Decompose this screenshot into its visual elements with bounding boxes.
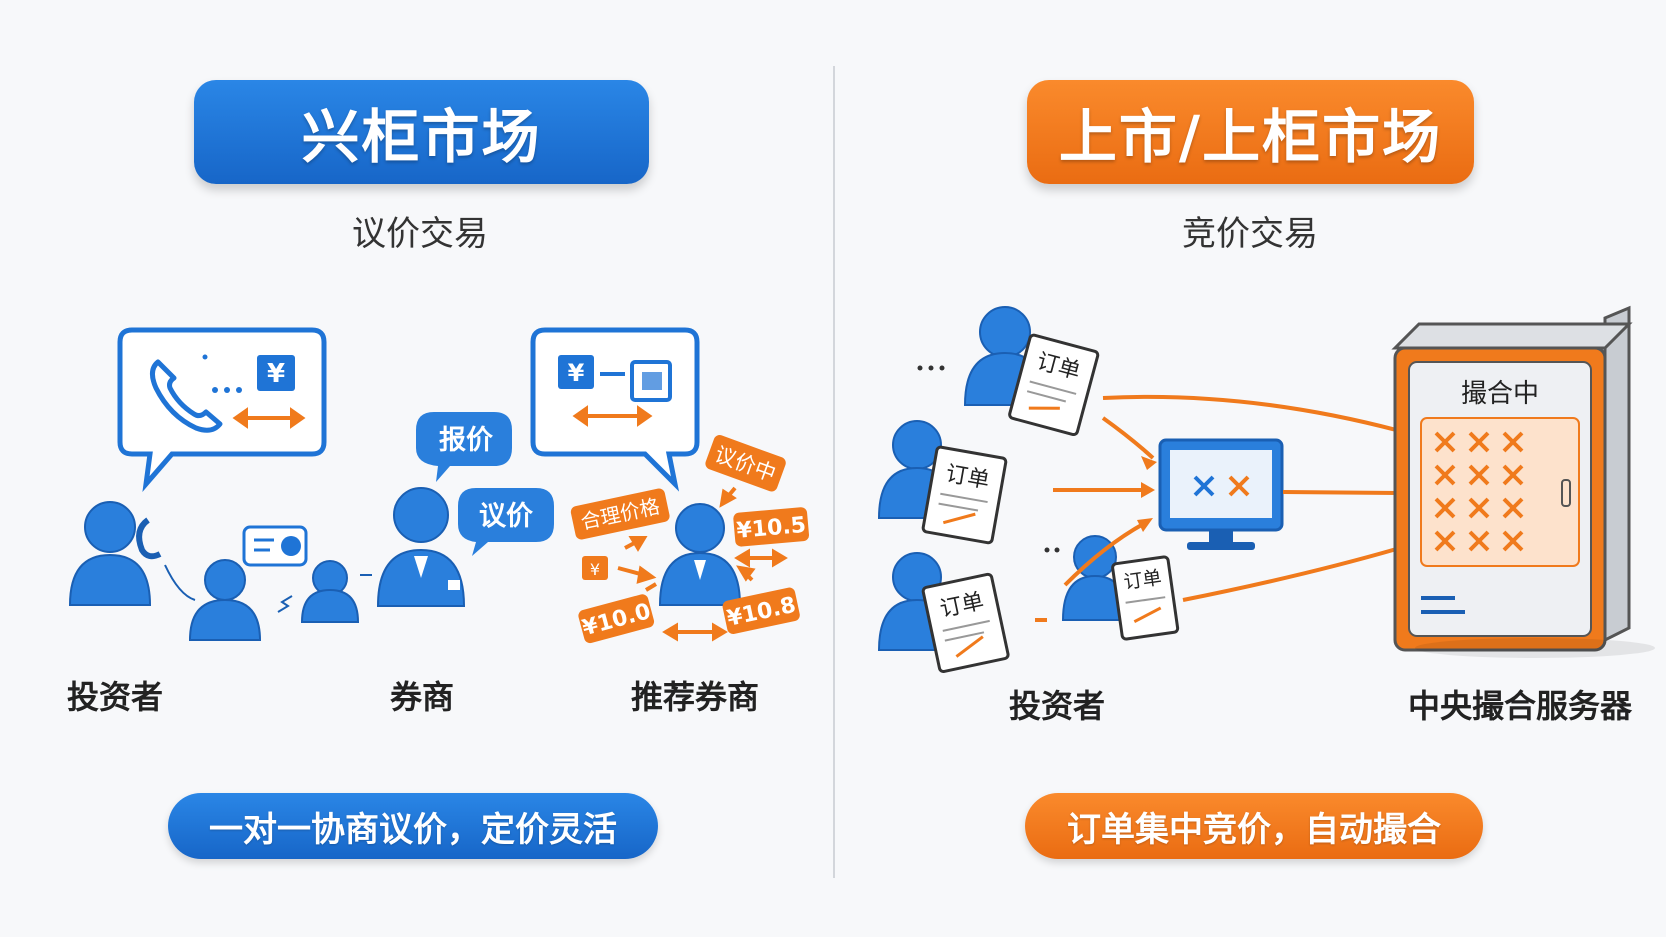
document-icon xyxy=(630,360,672,402)
order-label-4: 订单 xyxy=(1122,567,1163,594)
recommend-broker-person xyxy=(658,503,742,606)
x-marks xyxy=(1193,475,1250,497)
right-illustration: 订单 订单 订单 订单 xyxy=(877,305,1655,674)
badge xyxy=(448,580,460,590)
order-doc-2: 订单 xyxy=(921,445,1008,545)
ellipsis-dots xyxy=(917,365,1060,553)
x-mark xyxy=(1468,431,1490,453)
right-title: 上市/上柜市场 xyxy=(1027,80,1474,184)
signal-squiggle xyxy=(277,595,293,613)
phone-handset-icon xyxy=(136,517,196,601)
order-doc-4: 订单 xyxy=(1111,555,1180,641)
x-mark xyxy=(1468,464,1490,486)
server-label: 撮合中 xyxy=(1461,379,1539,409)
yen-small-tag: ¥ xyxy=(582,556,608,580)
yen-symbol-2: ¥ xyxy=(568,359,585,387)
label-broker: 券商 xyxy=(389,678,454,716)
matching-x-grid xyxy=(1434,431,1524,552)
mini-quote-bubble xyxy=(242,525,308,567)
tag-reasonable-price: 合理价格 xyxy=(570,488,670,540)
order-doc-3: 订单 xyxy=(921,572,1010,674)
x-mark xyxy=(1434,464,1456,486)
price-tag-2: ¥10.0 xyxy=(578,594,655,644)
person-icon xyxy=(979,306,1031,358)
panel-divider xyxy=(833,66,835,878)
negotiation-arrows xyxy=(617,486,788,642)
phone-speech-bubble: ¥ xyxy=(117,327,327,492)
tag-negotiating: 议价中 xyxy=(705,435,786,492)
x-mark xyxy=(1468,497,1490,519)
tie-collar xyxy=(414,556,428,578)
phone-icon xyxy=(150,359,223,433)
investor-group xyxy=(68,501,360,641)
left-summary-pill: 一对一协商议价，定价灵活 xyxy=(168,793,658,859)
x-mark xyxy=(1502,497,1524,519)
left-title: 兴柜市场 xyxy=(194,80,649,184)
label-investor-right: 投资者 xyxy=(1008,687,1105,725)
x-mark xyxy=(1434,497,1456,519)
price-tag-1: ¥10.5 xyxy=(733,507,810,547)
label-central-server: 中央撮合服务器 xyxy=(1407,687,1632,725)
x-mark xyxy=(1434,431,1456,453)
x-mark xyxy=(1502,530,1524,552)
quote-bubble-text: 报价 xyxy=(439,425,494,456)
right-subtitle: 竞价交易 xyxy=(1182,214,1318,254)
negotiate-bubble: 议价 xyxy=(458,488,554,556)
order-doc-1: 订单 xyxy=(1008,333,1100,437)
monitor-icon xyxy=(1158,438,1284,550)
x-mark xyxy=(1502,431,1524,453)
yen-icon xyxy=(257,355,295,391)
label-recommend-broker: 推荐券商 xyxy=(630,678,759,716)
yen-symbol-1: ¥ xyxy=(267,359,285,389)
negotiate-bubble-text: 议价 xyxy=(479,501,534,532)
x-mark xyxy=(1434,530,1456,552)
double-arrow-icon xyxy=(232,407,306,429)
double-arrow-icon xyxy=(572,405,653,427)
left-illustration: ¥ ¥ 报价 议价 xyxy=(68,327,810,644)
exchange-speech-bubble: ¥ xyxy=(530,327,700,492)
yen-symbol-3: ¥ xyxy=(590,560,600,579)
left-subtitle: 议价交易 xyxy=(352,214,488,254)
yen-icon xyxy=(558,355,594,389)
person-icon xyxy=(204,559,246,601)
right-summary-pill: 订单集中竞价，自动撮合 xyxy=(1025,793,1483,859)
server-icon: 撮合中 xyxy=(1391,305,1655,658)
price-1-text: ¥10.5 xyxy=(736,513,808,544)
quote-bubble: 报价 xyxy=(416,412,512,482)
x-mark xyxy=(1468,530,1490,552)
label-investor-left: 投资者 xyxy=(66,678,163,716)
x-mark xyxy=(1502,464,1524,486)
